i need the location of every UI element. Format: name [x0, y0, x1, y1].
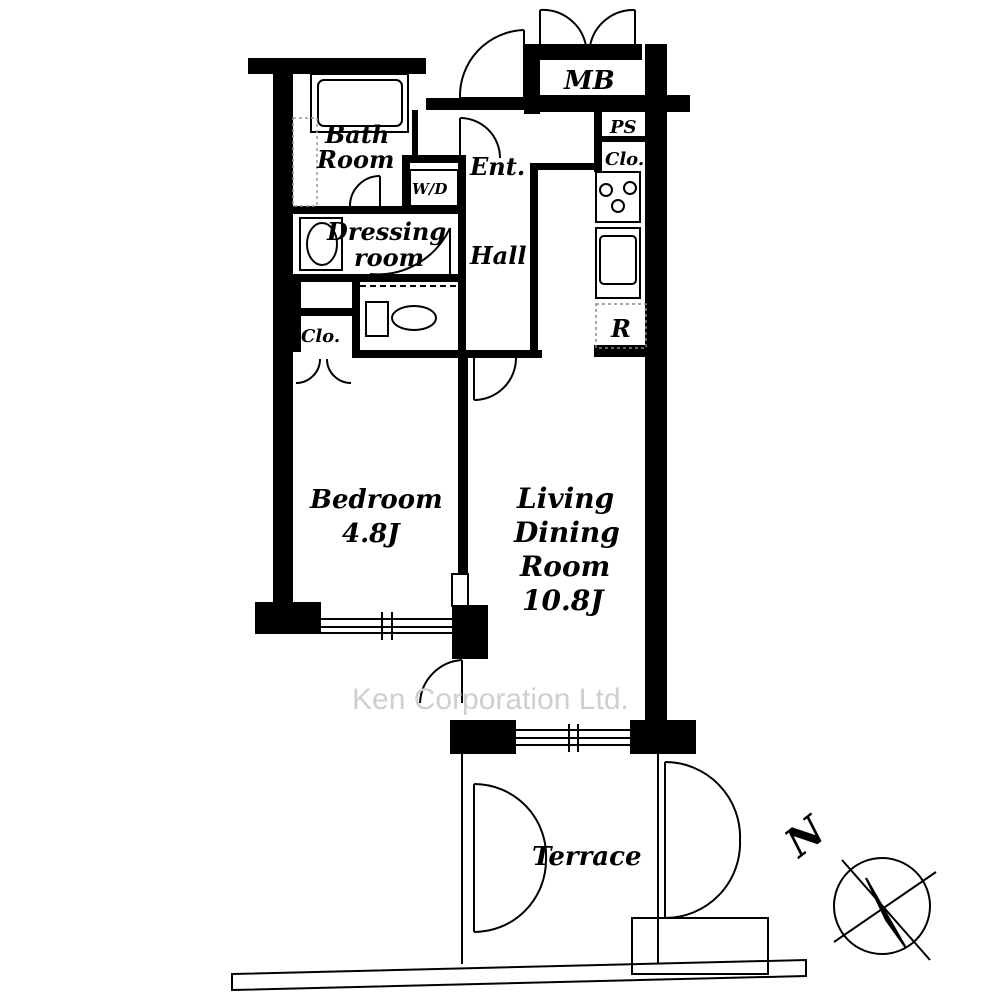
- bedroom-window: [321, 612, 452, 640]
- dressing-room-label-1: Dressing: [326, 217, 446, 246]
- dressing-room-label-2: room: [354, 243, 424, 272]
- shower-area: [292, 117, 318, 207]
- refrigerator-label: R: [610, 314, 631, 343]
- terrace-label: Terrace: [532, 842, 642, 872]
- closet-left-label: Clo.: [301, 326, 340, 347]
- washer-dryer-space: [409, 169, 459, 207]
- wd-label: W/D: [412, 180, 447, 198]
- watermark: Ken Corporation Ltd.: [352, 683, 629, 716]
- north-label: N: [775, 806, 835, 868]
- closet-right-label: Clo.: [605, 149, 644, 170]
- partitions: [293, 110, 649, 358]
- stove: [595, 171, 641, 223]
- living-window: [516, 724, 630, 752]
- pipe-space-label: PS: [609, 117, 637, 138]
- room-label: Room: [519, 550, 610, 583]
- walls: [248, 44, 696, 754]
- ent-label: Ent.: [469, 152, 525, 181]
- bathtub: [310, 73, 409, 133]
- hall-label: Hall: [469, 241, 526, 270]
- meter-box-label: MB: [563, 66, 615, 96]
- bath-room-label-2: Room: [316, 145, 394, 174]
- doors: [295, 8, 742, 933]
- living-label: Living: [516, 482, 614, 515]
- dining-label: Dining: [513, 516, 620, 549]
- bath-room-label-1: Bath: [324, 120, 389, 149]
- compass: [833, 857, 937, 961]
- fridge-space: [595, 303, 647, 349]
- wash-basin: [299, 217, 343, 271]
- bedroom-label: Bedroom: [309, 485, 443, 515]
- toilet: [365, 301, 437, 337]
- terrace-outline: [231, 754, 807, 992]
- bedroom-size-label: 4.8J: [342, 519, 401, 549]
- living-size-label: 10.8J: [522, 584, 605, 617]
- kitchen-sink: [595, 227, 641, 299]
